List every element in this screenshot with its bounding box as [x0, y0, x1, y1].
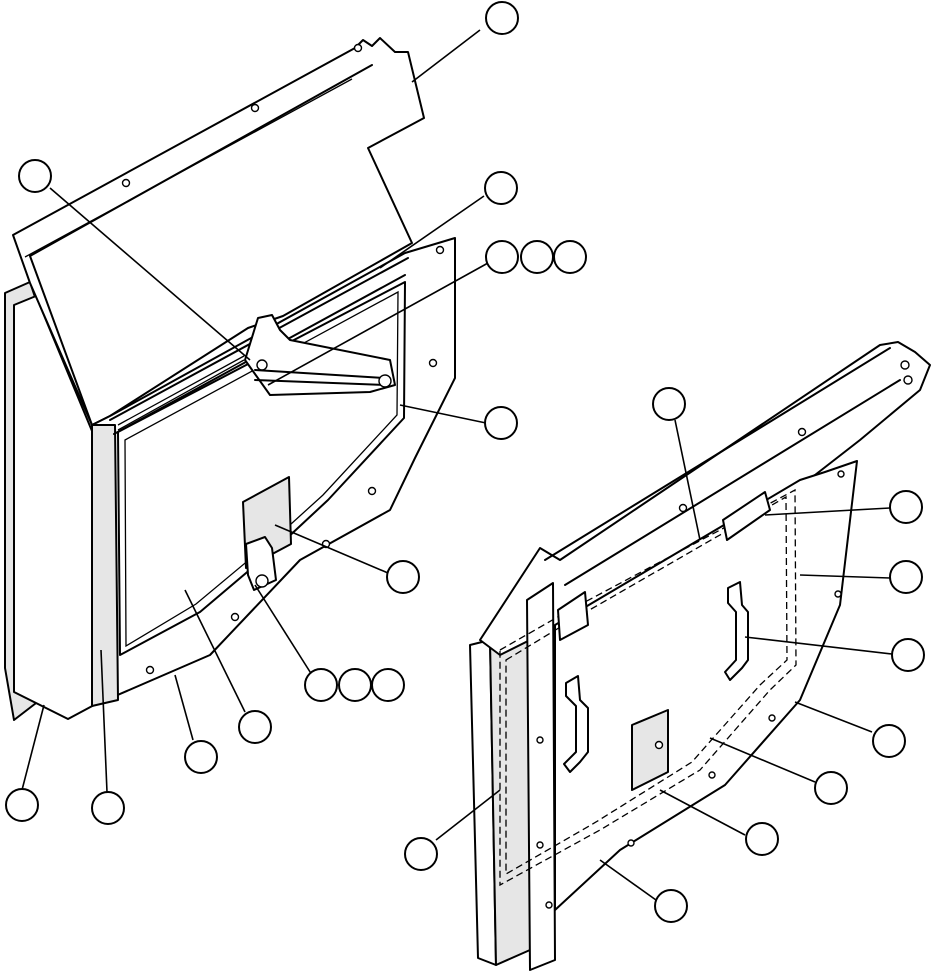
- panel-hole: [708, 771, 716, 779]
- left-callout: [5, 788, 39, 822]
- callout-circle: [484, 406, 518, 440]
- strip-hole: [545, 901, 553, 909]
- panel-hole: [834, 590, 842, 598]
- hood-hole: [250, 103, 260, 113]
- panel-hole: [627, 839, 635, 847]
- left-callout: [238, 710, 272, 744]
- upper-handle: [724, 581, 749, 681]
- callout-circle: [238, 710, 272, 744]
- door-hole: [428, 358, 438, 368]
- callout-circle: [485, 240, 519, 274]
- right-callout: [652, 387, 686, 421]
- callout-circle: [371, 668, 405, 702]
- strip-hole: [536, 841, 544, 849]
- rail-hole: [900, 360, 910, 370]
- right-callout: [891, 638, 925, 672]
- callout-circle: [184, 740, 218, 774]
- callouts-left: [5, 1, 587, 825]
- right-callout: [814, 771, 848, 805]
- right-callout: [654, 889, 688, 923]
- left-callout: [386, 560, 420, 594]
- strip-hole: [536, 736, 544, 744]
- callout-circle: [889, 560, 923, 594]
- left-callout: [484, 406, 518, 440]
- left-callout: [91, 791, 125, 825]
- door-hole: [367, 486, 377, 496]
- left-callout: [553, 240, 587, 274]
- callout-circle: [386, 560, 420, 594]
- callouts-right: [404, 387, 925, 923]
- callout-circle: [338, 668, 372, 702]
- callout-circle: [745, 822, 779, 856]
- callout-circle: [520, 240, 554, 274]
- upper-hinge: [722, 491, 771, 541]
- front-door-edge: [91, 424, 119, 707]
- left-callout: [304, 668, 338, 702]
- right-callout: [745, 822, 779, 856]
- outer-panel: [554, 460, 858, 911]
- rod-pin: [256, 359, 268, 371]
- right-callout: [872, 724, 906, 758]
- hinge-strip: [526, 582, 556, 971]
- latch-bolt: [255, 574, 269, 588]
- lower-hinge: [557, 591, 589, 641]
- callout-circle: [304, 668, 338, 702]
- callout-circle: [91, 791, 125, 825]
- left-callout: [184, 740, 218, 774]
- right-callout: [889, 490, 923, 524]
- rail-hole: [903, 375, 913, 385]
- callout-circle: [5, 788, 39, 822]
- rail-hole: [797, 427, 807, 437]
- latch-hole: [654, 740, 664, 750]
- left-callout: [485, 1, 519, 35]
- support-rod-break: [244, 314, 396, 396]
- left-callout: [485, 240, 519, 274]
- callout-circle: [485, 1, 519, 35]
- left-callout: [371, 668, 405, 702]
- left-callout: [18, 159, 52, 193]
- panel-hole: [768, 714, 776, 722]
- callout-circle: [18, 159, 52, 193]
- callout-circle: [484, 171, 518, 205]
- lower-handle: [563, 675, 589, 773]
- callout-circle: [872, 724, 906, 758]
- callout-circle: [814, 771, 848, 805]
- inner-latch-plate: [631, 709, 669, 791]
- rail-hole: [678, 503, 688, 513]
- door-hole: [145, 665, 155, 675]
- right-callout: [404, 837, 438, 871]
- door-hole: [435, 245, 445, 255]
- right-callout: [889, 560, 923, 594]
- hood-hole: [353, 43, 363, 53]
- callout-circle: [654, 889, 688, 923]
- right-door-assembly: [469, 341, 931, 971]
- left-callout: [338, 668, 372, 702]
- latch-bracket: [245, 536, 277, 591]
- panel-hole: [837, 470, 845, 478]
- door-hole: [230, 612, 240, 622]
- callout-circle: [404, 837, 438, 871]
- left-callout: [520, 240, 554, 274]
- callout-circle: [889, 490, 923, 524]
- hood-hole: [121, 178, 131, 188]
- callout-circle: [891, 638, 925, 672]
- callout-circle: [553, 240, 587, 274]
- callout-circle: [652, 387, 686, 421]
- rod-pin: [378, 374, 392, 388]
- leader-lines: [21, 29, 893, 901]
- left-callout: [484, 171, 518, 205]
- gasket-outline: [499, 488, 797, 887]
- left-door-assembly: [4, 37, 456, 721]
